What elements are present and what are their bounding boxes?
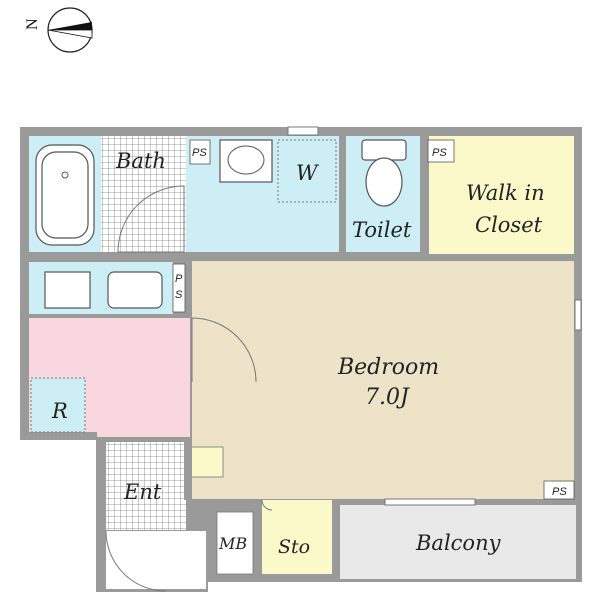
entrance-shoe-box	[186, 446, 224, 478]
svg-text:P: P	[175, 273, 183, 285]
pipe-space-closet: PS	[427, 139, 455, 163]
washroom-label: W	[296, 161, 320, 185]
meter-box-label: MB	[218, 534, 247, 553]
balcony	[340, 505, 576, 579]
svg-text:PS: PS	[192, 147, 207, 159]
window-north	[287, 126, 319, 136]
storage-door-arc	[261, 499, 273, 511]
bedroom-size-label: 7.0J	[365, 385, 410, 410]
refrigerator-space	[30, 377, 86, 433]
kitchen-door-arc	[191, 317, 257, 383]
pipe-space-bedroom: PS	[543, 480, 575, 500]
washing-machine-space	[277, 139, 337, 203]
entrance-label: Ent	[123, 480, 162, 504]
bathtub-inner	[41, 151, 89, 239]
bathtub-drain	[61, 171, 69, 179]
entry-door-arc	[105, 530, 167, 592]
closet-label-line1: Walk in	[466, 181, 545, 205]
bath-door-arc	[117, 185, 185, 253]
storage-label: Sto	[278, 536, 310, 558]
meter-box	[216, 511, 254, 575]
entry-door-area	[106, 531, 206, 589]
toilet-label: Toilet	[352, 218, 412, 242]
pipe-space-kitchen: P S	[172, 263, 186, 313]
pipe-space-bath: PS	[189, 139, 211, 165]
svg-text:PS: PS	[432, 147, 447, 159]
bath-label: Bath	[115, 149, 166, 173]
bedroom	[192, 261, 574, 499]
bath-tile	[101, 136, 187, 252]
storage-room	[262, 500, 332, 574]
svg-text:PS: PS	[552, 486, 567, 498]
washbasin-bowl	[227, 145, 265, 175]
toilet-icon	[361, 139, 407, 207]
bedroom-label: Bedroom	[337, 355, 439, 380]
svg-text:S: S	[175, 289, 183, 301]
sink	[107, 271, 163, 309]
compass-label: N	[24, 18, 41, 30]
window-east	[574, 299, 582, 331]
refrigerator-label: R	[51, 399, 68, 423]
balcony-label: Balcony	[415, 531, 502, 555]
north-arrow-icon: N	[24, 7, 93, 53]
window-balcony	[384, 498, 476, 506]
stove	[44, 271, 91, 309]
closet-label-line2: Closet	[475, 213, 543, 237]
entrance-tile	[106, 442, 186, 530]
